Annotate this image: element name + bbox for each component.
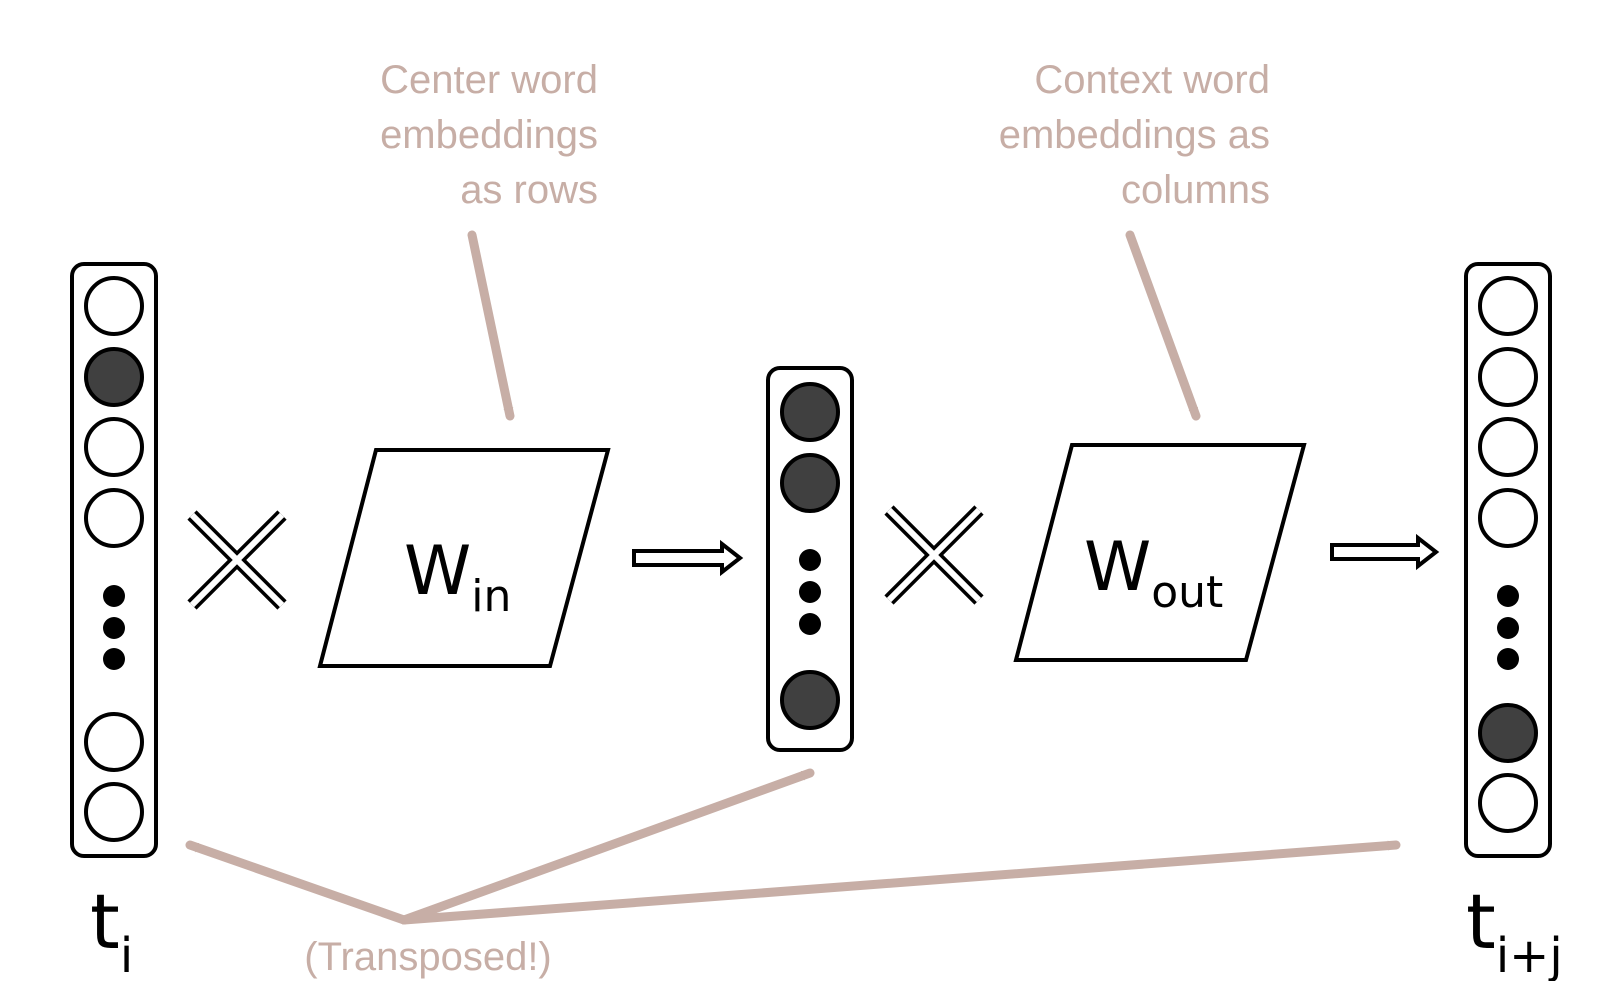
w-in-shape: [317, 448, 611, 668]
input-vector-label: ti: [90, 877, 133, 981]
input-label-main: t: [90, 877, 120, 966]
hidden-ellipsis-dot: [799, 581, 821, 603]
input-label-sub: i: [120, 928, 133, 981]
w-in-matrix: Win: [317, 448, 611, 668]
input-one-hot-vector: [70, 262, 158, 858]
center-word-line-3: as rows: [460, 168, 598, 212]
output-label-main: t: [1466, 877, 1496, 966]
hidden-node-filled: [780, 382, 840, 442]
center-word-line-2: embeddings: [380, 113, 598, 157]
context-word-line-2: embeddings as: [999, 113, 1270, 157]
context-word-annotation: Context word embeddings as columns: [999, 58, 1270, 212]
input-node-empty: [84, 782, 144, 842]
input-node-empty: [84, 488, 144, 548]
hidden-node-filled: [780, 453, 840, 513]
output-node-empty: [1478, 347, 1538, 407]
hidden-ellipsis-dot: [799, 613, 821, 635]
w-in-sub: in: [471, 571, 511, 622]
input-ellipsis-dot: [103, 648, 125, 670]
output-vector-label: ti+j: [1466, 877, 1563, 981]
arrow-to-input-vector: [185, 840, 409, 925]
output-ellipsis-dot: [1497, 648, 1519, 670]
double-arrow-right-icon: [632, 539, 744, 577]
output-label-sub: i+j: [1496, 928, 1563, 981]
input-node-empty: [84, 417, 144, 477]
output-node-filled: [1478, 703, 1538, 763]
w-in-main: W: [404, 532, 471, 611]
w-out-matrix: Wout: [1013, 443, 1307, 662]
output-vector-frame: [1464, 262, 1552, 858]
w-out-main: W: [1084, 528, 1151, 607]
center-word-annotation: Center word embeddings as rows: [380, 58, 598, 212]
hidden-ellipsis-dot: [799, 549, 821, 571]
center-word-line-1: Center word: [380, 58, 598, 102]
output-ellipsis-dot: [1497, 585, 1519, 607]
output-node-empty: [1478, 773, 1538, 833]
output-node-empty: [1478, 417, 1538, 477]
input-ellipsis-dot: [103, 585, 125, 607]
multiply-icon: [884, 505, 984, 605]
output-node-empty: [1478, 488, 1538, 548]
transposed-label: (Transposed!): [304, 935, 552, 979]
output-node-empty: [1478, 276, 1538, 336]
arrow-to-w-in: [467, 230, 515, 421]
arrow-to-output-vector: [399, 840, 1401, 925]
arrow-to-hidden-vector: [399, 768, 815, 925]
hidden-node-filled: [780, 670, 840, 730]
multiply-icon: [187, 510, 287, 610]
double-arrow-right-icon: [1330, 533, 1440, 571]
output-vector: [1464, 262, 1552, 858]
w-in-label: Win: [404, 532, 511, 622]
input-node-empty: [84, 712, 144, 772]
hidden-layer-vector: [766, 366, 854, 752]
context-word-line-1: Context word: [1034, 58, 1270, 102]
w-out-label: Wout: [1084, 528, 1223, 618]
input-node-filled: [84, 347, 144, 407]
w-out-shape: [1013, 443, 1307, 662]
context-word-line-3: columns: [1121, 168, 1270, 212]
w-out-sub: out: [1151, 567, 1223, 618]
input-vector-frame: [70, 262, 158, 858]
output-ellipsis-dot: [1497, 617, 1519, 639]
input-node-empty: [84, 276, 144, 336]
input-ellipsis-dot: [103, 617, 125, 639]
annotation-arrows: [185, 230, 1401, 925]
arrow-to-w-out: [1125, 230, 1201, 421]
